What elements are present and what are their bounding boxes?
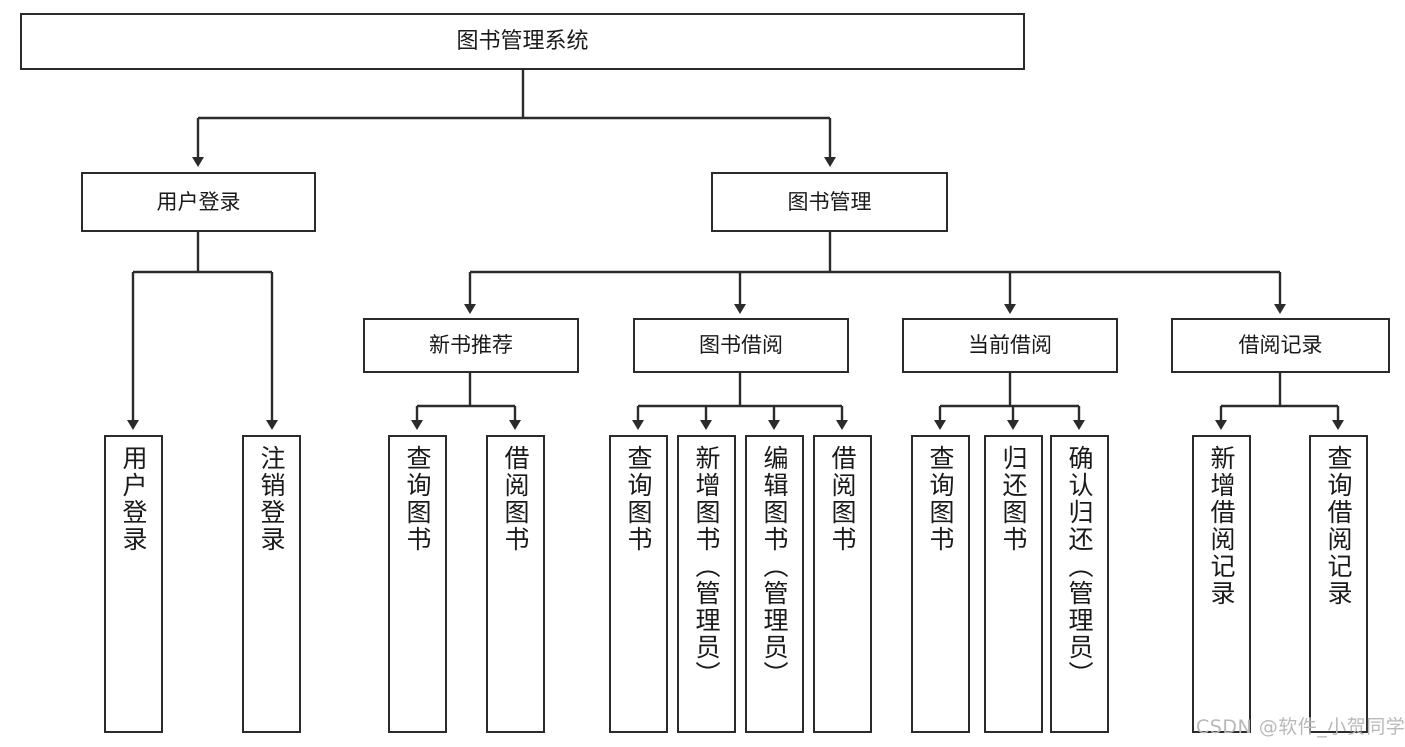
node-book-borrow[interactable]: 图书借阅 bbox=[633, 318, 849, 373]
node-leaf-edit-book[interactable]: 编辑图书（管理员） bbox=[745, 435, 804, 733]
node-leaf-borrow-book-1[interactable]: 借阅图书 bbox=[486, 435, 545, 733]
csdn-watermark: CSDN @软件_小贺同学 bbox=[1196, 716, 1405, 738]
node-leaf-borrow-book-1-label: 借阅图书 bbox=[501, 445, 530, 553]
node-leaf-add-record-label: 新增借阅记录 bbox=[1207, 445, 1236, 607]
node-leaf-query-book-3[interactable]: 查询图书 bbox=[911, 435, 970, 733]
node-leaf-logout[interactable]: 注销登录 bbox=[242, 435, 301, 733]
node-leaf-query-book-3-label: 查询图书 bbox=[926, 445, 955, 553]
node-leaf-query-record-label: 查询借阅记录 bbox=[1324, 445, 1353, 607]
node-book-manage-label: 图书管理 bbox=[787, 189, 872, 214]
node-leaf-add-record[interactable]: 新增借阅记录 bbox=[1192, 435, 1251, 733]
node-leaf-add-book-label: 新增图书（管理员） bbox=[692, 445, 721, 688]
node-leaf-add-book[interactable]: 新增图书（管理员） bbox=[677, 435, 736, 733]
node-leaf-logout-label: 注销登录 bbox=[257, 445, 286, 553]
node-borrow-record[interactable]: 借阅记录 bbox=[1171, 318, 1390, 373]
node-root-label: 图书管理系统 bbox=[456, 28, 589, 54]
node-leaf-borrow-book-2-label: 借阅图书 bbox=[828, 445, 857, 553]
node-leaf-confirm-return[interactable]: 确认归还（管理员） bbox=[1050, 435, 1109, 733]
node-leaf-return-book[interactable]: 归还图书 bbox=[984, 435, 1043, 733]
node-leaf-edit-book-label: 编辑图书（管理员） bbox=[760, 445, 789, 688]
node-leaf-query-record[interactable]: 查询借阅记录 bbox=[1309, 435, 1368, 733]
node-root[interactable]: 图书管理系统 bbox=[20, 13, 1025, 70]
node-user-login[interactable]: 用户登录 bbox=[81, 172, 316, 232]
node-leaf-query-book-2-label: 查询图书 bbox=[624, 445, 653, 553]
node-leaf-query-book-2[interactable]: 查询图书 bbox=[609, 435, 668, 733]
node-leaf-borrow-book-2[interactable]: 借阅图书 bbox=[813, 435, 872, 733]
node-leaf-query-book-1-label: 查询图书 bbox=[403, 445, 432, 553]
node-book-borrow-label: 图书借阅 bbox=[699, 333, 783, 358]
node-leaf-user-login-label: 用户登录 bbox=[119, 445, 148, 553]
node-borrow-record-label: 借阅记录 bbox=[1238, 333, 1323, 358]
node-new-book-rec[interactable]: 新书推荐 bbox=[363, 318, 579, 373]
node-leaf-user-login[interactable]: 用户登录 bbox=[104, 435, 163, 733]
node-current-borrow-label: 当前借阅 bbox=[968, 333, 1052, 358]
node-book-manage[interactable]: 图书管理 bbox=[711, 172, 948, 232]
node-leaf-return-book-label: 归还图书 bbox=[999, 445, 1028, 553]
node-current-borrow[interactable]: 当前借阅 bbox=[902, 318, 1118, 373]
node-leaf-query-book-1[interactable]: 查询图书 bbox=[388, 435, 447, 733]
node-new-book-rec-label: 新书推荐 bbox=[429, 333, 513, 358]
node-user-login-label: 用户登录 bbox=[156, 189, 241, 214]
node-leaf-confirm-return-label: 确认归还（管理员） bbox=[1065, 445, 1094, 688]
